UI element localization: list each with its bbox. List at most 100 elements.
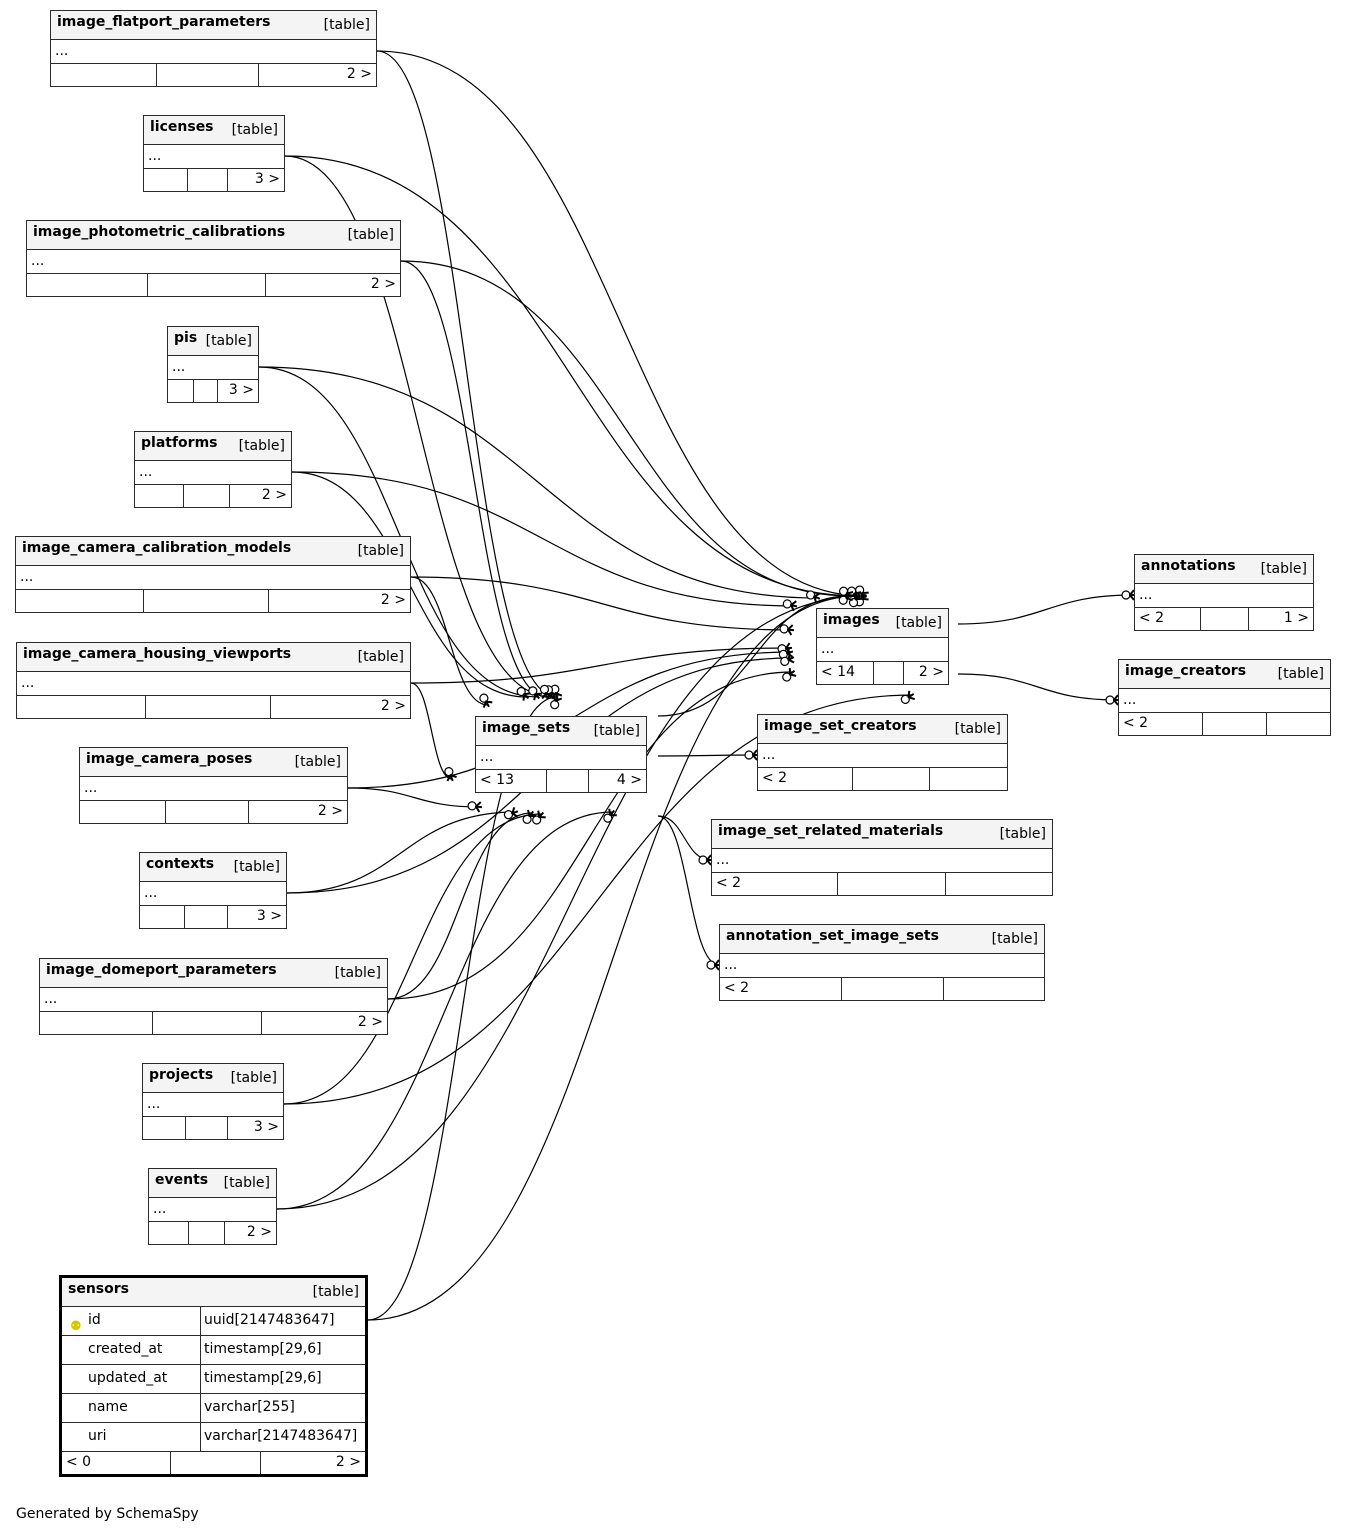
children-count[interactable]: 2 > — [903, 662, 948, 684]
parents-count[interactable] — [51, 64, 156, 86]
table-name[interactable]: platforms — [141, 435, 218, 451]
children-count[interactable]: 2 > — [229, 485, 291, 507]
children-count[interactable]: 3 > — [227, 1117, 283, 1139]
children-count[interactable]: 2 > — [224, 1222, 276, 1244]
table-columns-collapsed[interactable]: ... — [817, 638, 948, 662]
table-image-photometric-calibrations[interactable]: image_photometric_calibrations [table] .… — [26, 220, 401, 297]
parents-count[interactable] — [27, 274, 147, 296]
table-columns-collapsed[interactable]: ... — [1119, 689, 1330, 713]
table-name[interactable]: images — [823, 612, 880, 628]
table-columns-collapsed[interactable]: ... — [720, 954, 1044, 978]
parents-count[interactable] — [16, 590, 143, 612]
children-count[interactable]: 2 > — [270, 696, 410, 718]
table-name[interactable]: image_creators — [1125, 663, 1247, 679]
children-count[interactable]: 1 > — [1248, 608, 1313, 630]
parents-count[interactable]: < 2 — [762, 770, 788, 786]
parents-count[interactable]: < 13 — [480, 772, 514, 788]
table-image-domeport-parameters[interactable]: image_domeport_parameters [table] ... 2 … — [39, 958, 388, 1035]
children-count[interactable]: 2 > — [258, 64, 376, 86]
table-name[interactable]: image_set_creators — [764, 718, 917, 734]
table-columns-collapsed[interactable]: ... — [1135, 584, 1313, 608]
children-count[interactable]: 3 > — [217, 380, 258, 402]
parents-count[interactable]: < 2 — [716, 875, 742, 891]
table-columns-collapsed[interactable]: ... — [27, 250, 400, 274]
table-images[interactable]: images [table] ... < 14 2 > — [816, 608, 949, 685]
table-name[interactable]: image_sets — [482, 720, 571, 736]
table-name[interactable]: image_set_related_materials — [718, 823, 944, 839]
table-image-camera-poses[interactable]: image_camera_poses [table] ... 2 > — [79, 747, 348, 824]
table-columns-collapsed[interactable]: ... — [149, 1198, 276, 1222]
table-name[interactable]: annotation_set_image_sets — [726, 928, 939, 944]
table-platforms[interactable]: platforms [table] ... 2 > — [134, 431, 292, 508]
table-contexts[interactable]: contexts [table] ... 3 > — [139, 852, 287, 929]
children-count[interactable]: 2 > — [248, 801, 347, 823]
children-count[interactable]: 4 > — [588, 770, 646, 792]
children-count[interactable] — [943, 978, 1044, 1000]
children-count[interactable]: 2 > — [265, 274, 400, 296]
table-name[interactable]: pis — [174, 330, 198, 346]
parents-count[interactable] — [40, 1012, 152, 1034]
table-name[interactable]: annotations — [1141, 558, 1236, 574]
table-name[interactable]: licenses — [150, 119, 214, 135]
table-image-creators[interactable]: image_creators [table] ... < 2 — [1118, 659, 1331, 736]
children-count[interactable] — [929, 768, 1007, 790]
table-image-camera-housing-viewports[interactable]: image_camera_housing_viewports [table] .… — [16, 642, 411, 719]
table-columns-collapsed[interactable]: ... — [476, 746, 646, 770]
table-name[interactable]: projects — [149, 1067, 214, 1083]
children-count[interactable]: 3 > — [227, 169, 284, 191]
table-columns-collapsed[interactable]: ... — [40, 988, 387, 1012]
table-name[interactable]: events — [155, 1172, 209, 1188]
table-name[interactable]: image_camera_calibration_models — [22, 540, 292, 556]
table-columns-collapsed[interactable]: ... — [17, 672, 410, 696]
children-count[interactable]: 2 > — [260, 1452, 365, 1474]
children-count[interactable]: 3 > — [227, 906, 286, 928]
children-count[interactable] — [945, 873, 1052, 895]
parents-count[interactable] — [135, 485, 183, 507]
table-name[interactable]: image_flatport_parameters — [57, 14, 271, 30]
table-image-flatport-parameters[interactable]: image_flatport_parameters [table] ... 2 … — [50, 10, 377, 87]
table-name[interactable]: image_camera_poses — [86, 751, 253, 767]
table-image-set-creators[interactable]: image_set_creators [table] ... < 2 — [757, 714, 1008, 791]
parents-count[interactable]: < 2 — [1139, 610, 1165, 626]
table-name[interactable]: image_camera_housing_viewports — [23, 646, 292, 662]
parents-count[interactable] — [149, 1222, 188, 1244]
table-annotations[interactable]: annotations [table] ... < 2 1 > — [1134, 554, 1314, 631]
parents-count[interactable]: < 2 — [1123, 715, 1149, 731]
children-count[interactable] — [1266, 713, 1330, 735]
table-columns-collapsed[interactable]: ... — [51, 40, 376, 64]
table-annotation-set-image-sets[interactable]: annotation_set_image_sets [table] ... < … — [719, 924, 1045, 1001]
parents-count[interactable] — [168, 380, 193, 402]
parents-count[interactable]: < 14 — [821, 664, 855, 680]
parents-count[interactable] — [80, 801, 165, 823]
parents-count[interactable] — [144, 169, 187, 191]
table-columns-collapsed[interactable]: ... — [168, 356, 258, 380]
children-count[interactable]: 2 > — [268, 590, 410, 612]
table-pis[interactable]: pis [table] ... 3 > — [167, 326, 259, 403]
table-columns-collapsed[interactable]: ... — [16, 566, 410, 590]
parents-count[interactable] — [143, 1117, 185, 1139]
table-image-set-related-materials[interactable]: image_set_related_materials [table] ... … — [711, 819, 1053, 896]
table-licenses[interactable]: licenses [table] ... 3 > — [143, 115, 285, 192]
parents-count[interactable]: < 2 — [724, 980, 750, 996]
table-name[interactable]: image_photometric_calibrations — [33, 224, 286, 240]
table-image-sets[interactable]: image_sets [table] ... < 13 4 > — [475, 716, 647, 793]
table-columns-collapsed[interactable]: ... — [144, 145, 284, 169]
table-events[interactable]: events [table] ... 2 > — [148, 1168, 277, 1245]
table-projects[interactable]: projects [table] ... 3 > — [142, 1063, 284, 1140]
children-count[interactable]: 2 > — [261, 1012, 387, 1034]
table-columns-collapsed[interactable]: ... — [143, 1093, 283, 1117]
table-columns-collapsed[interactable]: ... — [80, 777, 347, 801]
table-columns-collapsed[interactable]: ... — [140, 882, 286, 906]
parents-count[interactable] — [17, 696, 145, 718]
table-name[interactable]: contexts — [146, 856, 215, 872]
table-name[interactable]: sensors — [68, 1281, 129, 1297]
table-columns-collapsed[interactable]: ... — [135, 461, 291, 485]
parents-count[interactable]: < 0 — [66, 1454, 92, 1470]
table-columns-collapsed[interactable]: ... — [758, 744, 1007, 768]
